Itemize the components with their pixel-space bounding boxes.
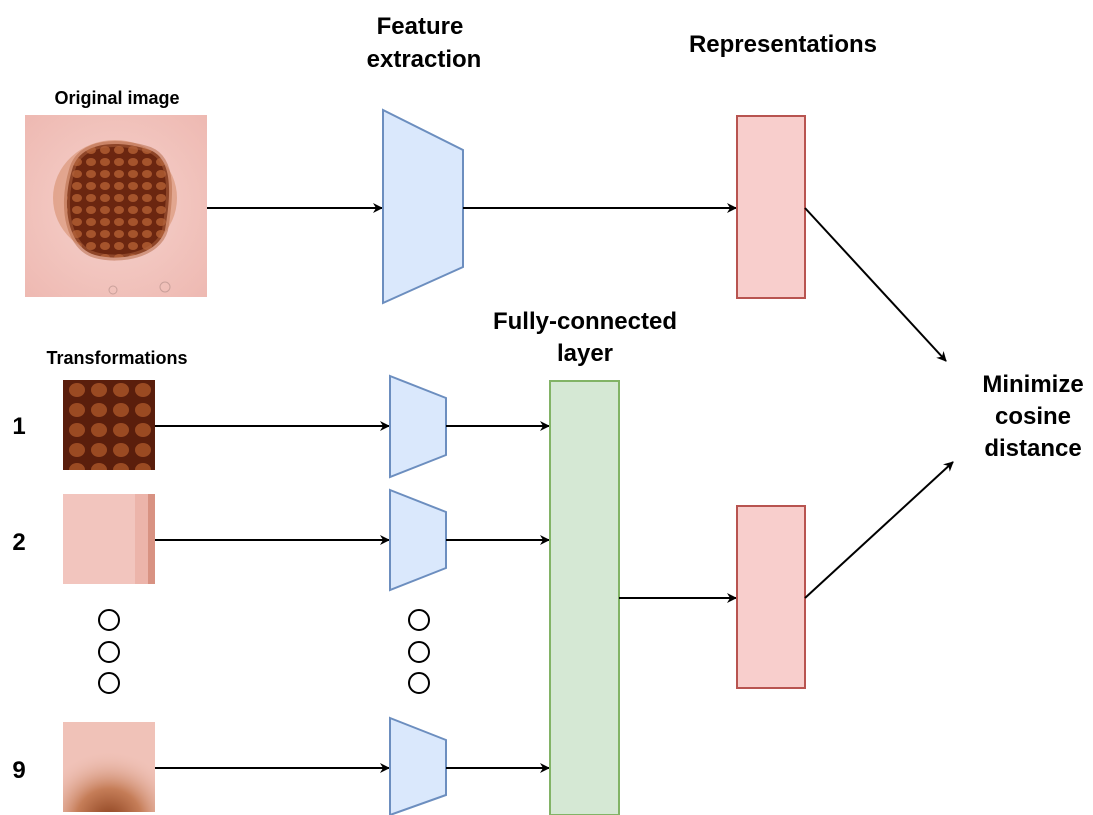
transformations-label: Transformations (46, 348, 187, 368)
transformation-patch-1 (63, 380, 155, 470)
objective-label-line3: distance (984, 435, 1081, 462)
transformation-patch-9 (63, 722, 155, 812)
ellipsis-dot-left-2 (98, 641, 120, 663)
transformation-index-1: 1 (12, 413, 25, 440)
representations-label: Representations (689, 31, 877, 58)
arrow-representation-bottom-to-objective (804, 461, 954, 599)
ellipsis-dot-middle-2 (408, 641, 430, 663)
transformation-index-9: 9 (12, 757, 25, 784)
representation-transformations (736, 505, 806, 689)
arrow-representation-top-to-objective (804, 207, 947, 362)
original-image-label: Original image (54, 88, 179, 108)
objective-label-line2: cosine (995, 403, 1071, 430)
ellipsis-dot-left-3 (98, 672, 120, 694)
feature-extraction-label-line2: extraction (367, 46, 482, 73)
encoder-transformation-9 (389, 716, 447, 815)
fully-connected-label-line1: Fully-connected (493, 308, 677, 335)
objective-label-line1: Minimize (982, 371, 1083, 398)
transformation-index-2: 2 (12, 529, 25, 556)
ellipsis-dot-left-1 (98, 609, 120, 631)
ellipsis-dot-middle-1 (408, 609, 430, 631)
encoder-transformation-2 (389, 488, 447, 592)
representation-original (736, 115, 806, 299)
encoder-transformation-1 (389, 374, 447, 479)
fully-connected-layer (549, 380, 620, 815)
ellipsis-dot-middle-3 (408, 672, 430, 694)
original-image (25, 115, 207, 297)
transformation-patch-2 (63, 494, 155, 584)
feature-extractor-encoder (382, 108, 464, 305)
fully-connected-label-line2: layer (557, 340, 613, 367)
feature-extraction-label-line1: Feature (377, 13, 464, 40)
